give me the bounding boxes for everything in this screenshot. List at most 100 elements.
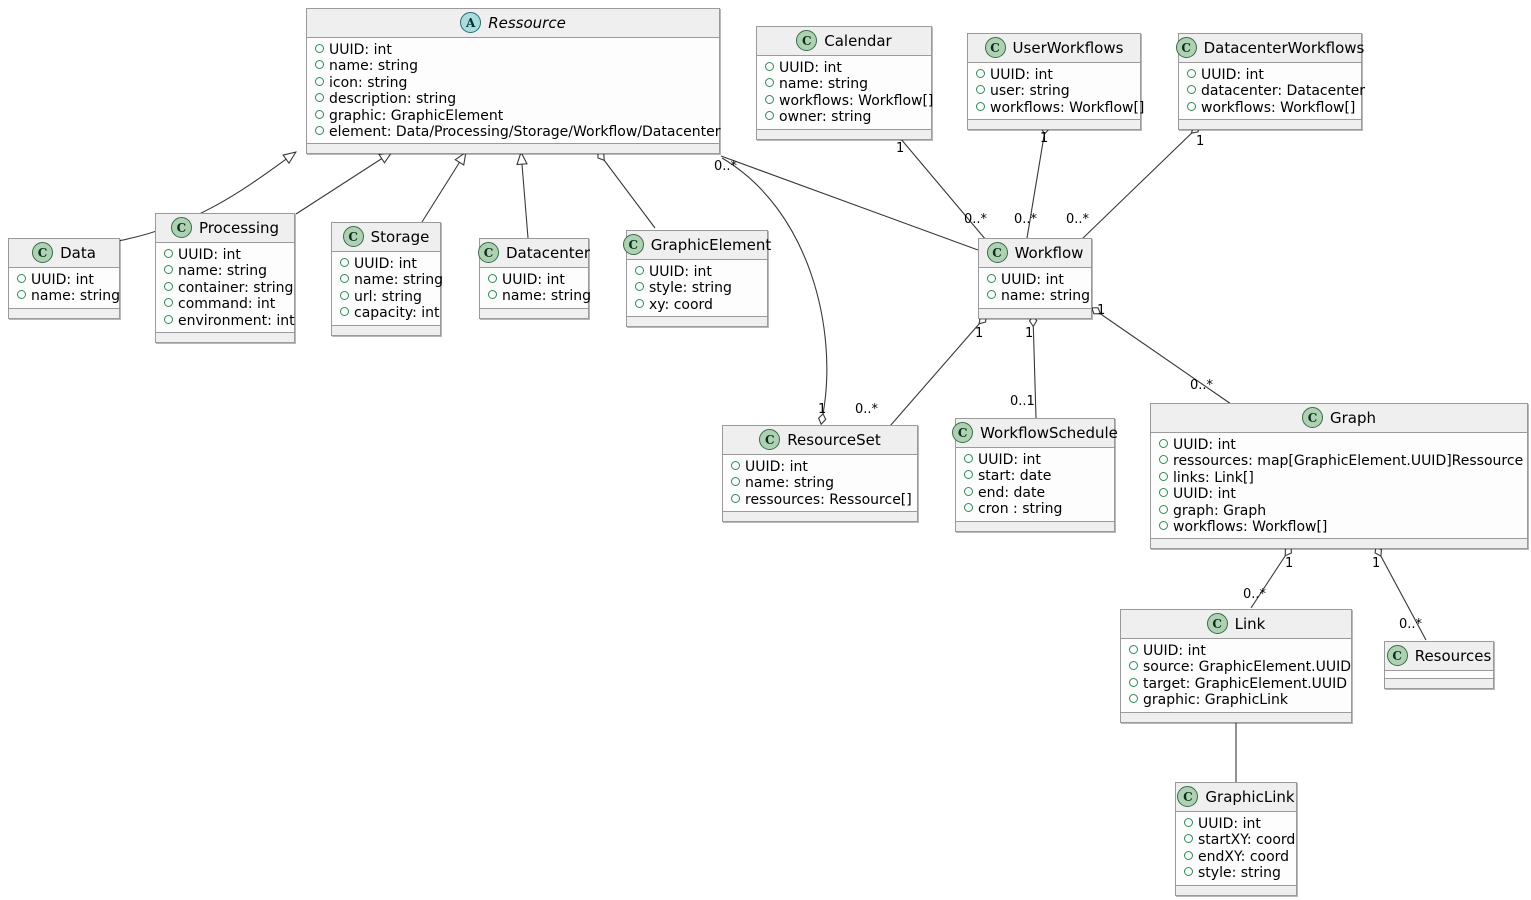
class-name-datacenterworkflows: DatacenterWorkflows xyxy=(1203,38,1365,57)
attribute-label: xy: coord xyxy=(649,296,713,313)
attribute-row: environment: int xyxy=(162,313,295,329)
multiplicity-label: 1 xyxy=(975,326,984,341)
class-name-ressource: Ressource xyxy=(488,13,566,32)
attribute-label: UUID: int xyxy=(649,264,712,280)
visibility-public-icon xyxy=(488,274,497,283)
attribute-row: workflows: Workflow[] xyxy=(1157,519,1521,535)
attribute-label: links: Link[] xyxy=(1173,469,1254,486)
attribute-row: end: date xyxy=(962,485,1108,501)
class-stereotype-icon: C xyxy=(796,30,818,51)
visibility-public-icon xyxy=(17,290,26,300)
attribute-label: style: string xyxy=(649,280,732,297)
class-name-workflowschedule: WorkflowSchedule xyxy=(980,423,1118,442)
attribute-label: UUID: int xyxy=(502,272,565,288)
attribute-row: links: Link[] xyxy=(1157,470,1521,486)
attribute-label: UUID: int xyxy=(990,67,1053,83)
attribute-row: owner: string xyxy=(763,109,925,125)
visibility-public-icon xyxy=(1159,504,1168,514)
attribute-label: environment: int xyxy=(178,312,295,329)
multiplicity-label: 1 xyxy=(1040,131,1049,146)
visibility-public-icon xyxy=(164,281,173,291)
class-stereotype-icon: C xyxy=(32,242,54,263)
visibility-public-icon xyxy=(1187,69,1196,78)
visibility-public-icon xyxy=(1187,85,1196,95)
attribute-label: element: Data/Processing/Storage/Workflo… xyxy=(329,124,721,141)
attribute-row: UUID: int xyxy=(338,256,434,272)
class-methods-graph xyxy=(1151,539,1527,549)
class-name-workflow: Workflow xyxy=(1014,243,1084,262)
attribute-row: UUID: int xyxy=(633,264,761,280)
visibility-public-icon xyxy=(635,298,644,308)
attribute-label: icon: string xyxy=(329,74,408,91)
attribute-label: graphic: GraphicElement xyxy=(329,107,504,124)
attribute-row: name: string xyxy=(338,272,443,288)
attribute-row: start: date xyxy=(962,468,1108,484)
attribute-label: UUID: int xyxy=(1173,486,1236,503)
visibility-public-icon xyxy=(635,282,644,292)
class-methods-processing xyxy=(156,333,294,343)
attribute-label: source: GraphicElement.UUID xyxy=(1143,659,1352,676)
visibility-public-icon xyxy=(1129,694,1138,704)
class-stereotype-icon: C xyxy=(759,429,781,450)
multiplicity-label: 0..* xyxy=(964,212,988,227)
multiplicity-label: 1 xyxy=(1097,303,1106,318)
visibility-public-icon xyxy=(488,290,497,300)
attribute-label: start: date xyxy=(978,468,1052,485)
attribute-row: name: string xyxy=(162,263,288,279)
class-stereotype-icon: C xyxy=(1301,407,1323,428)
attribute-label: UUID: int xyxy=(1143,643,1206,659)
visibility-public-icon xyxy=(731,461,740,470)
visibility-public-icon xyxy=(1184,818,1193,827)
visibility-public-icon xyxy=(976,101,985,111)
class-methods-graphicelement xyxy=(627,317,767,327)
visibility-public-icon xyxy=(1159,455,1168,465)
attribute-row: description: string xyxy=(313,91,713,107)
class-methods-data xyxy=(9,308,119,318)
class-name-datacenter: Datacenter xyxy=(505,243,591,262)
visibility-public-icon xyxy=(164,249,173,258)
abstract-stereotype-icon: A xyxy=(460,12,482,33)
visibility-public-icon xyxy=(976,69,985,78)
attribute-label: command: int xyxy=(178,296,276,313)
attribute-label: name: string xyxy=(1001,288,1091,305)
attribute-row: element: Data/Processing/Storage/Workflo… xyxy=(313,124,720,140)
visibility-public-icon xyxy=(1159,488,1168,498)
attribute-row: url: string xyxy=(338,289,434,305)
class-methods-workflowschedule xyxy=(956,521,1114,531)
class-name-calendar: Calendar xyxy=(824,31,892,50)
attribute-row: UUID: int xyxy=(313,42,713,58)
attribute-label: ressources: map[GraphicElement.UUID]Ress… xyxy=(1173,453,1524,470)
multiplicity-label: 0..1 xyxy=(1010,394,1035,409)
attribute-row: user: string xyxy=(974,83,1134,99)
attribute-row: UUID: int xyxy=(1157,437,1521,453)
class-methods-resourceset xyxy=(723,512,917,522)
attribute-row: command: int xyxy=(162,296,288,312)
attribute-label: UUID: int xyxy=(178,247,241,263)
class-methods-link xyxy=(1121,712,1351,722)
